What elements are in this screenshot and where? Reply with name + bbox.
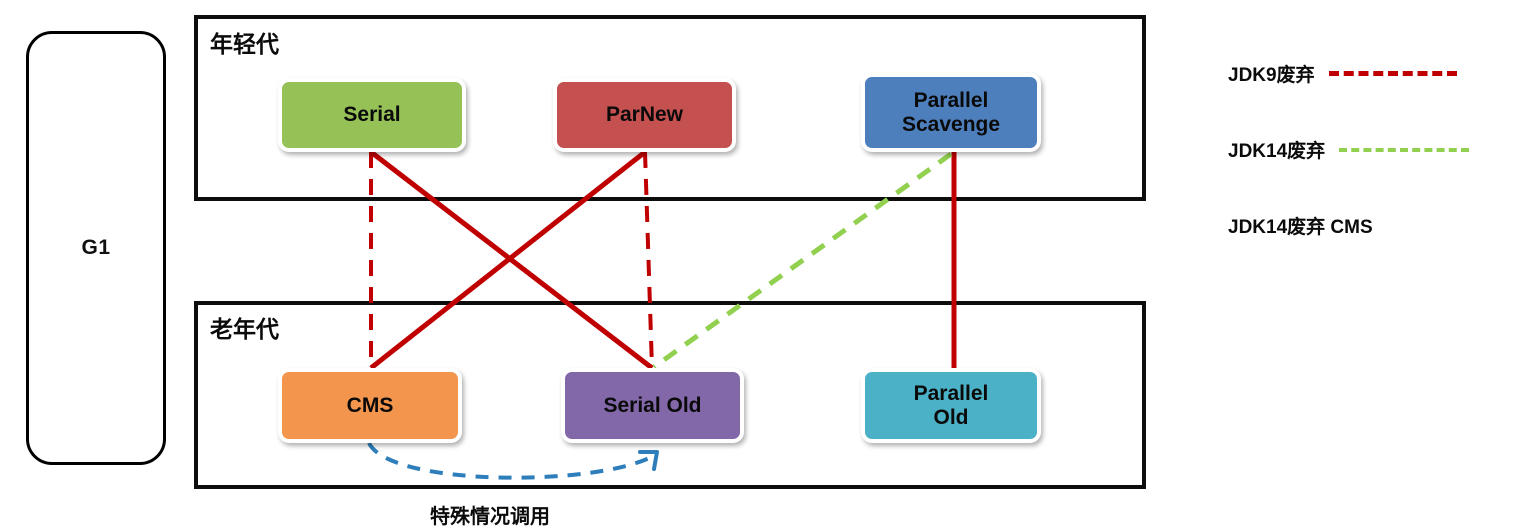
collector-node-serial-old[interactable]: Serial Old: [561, 368, 744, 443]
collector-label-serial-old: Serial Old: [603, 393, 702, 417]
collector-node-parallel-scavenge[interactable]: Parallel Scavenge: [861, 73, 1041, 152]
collector-node-parallel-old[interactable]: Parallel Old: [861, 368, 1041, 443]
legend-item-jdk14-deprecated-cms: JDK14废弃 CMS: [1228, 212, 1373, 239]
collector-node-cms[interactable]: CMS: [278, 368, 462, 443]
legend-item-jdk14-deprecated: JDK14废弃: [1228, 136, 1470, 163]
legend-label-jdk9-deprecated: JDK9废弃: [1228, 65, 1315, 86]
legend-label-jdk14-deprecated-cms: JDK14废弃 CMS: [1228, 217, 1373, 238]
g1-container: G1: [26, 31, 166, 465]
collector-node-parnew[interactable]: ParNew: [553, 78, 736, 152]
g1-label: G1: [81, 236, 111, 259]
collector-label-parallel-old-line2: Old: [933, 405, 969, 429]
collector-label-parnew: ParNew: [605, 103, 684, 127]
collector-label-parallel-old-line1: Parallel: [913, 381, 989, 405]
legend-label-jdk14-deprecated: JDK14废弃: [1228, 141, 1326, 162]
collector-label-cms: CMS: [346, 393, 394, 417]
collector-label-serial: Serial: [343, 103, 401, 127]
legend-swatch-red-dashed: [1328, 71, 1457, 76]
old-generation-title: 老年代: [210, 316, 279, 342]
collector-node-serial[interactable]: Serial: [278, 78, 466, 152]
legend-swatch-green-dashed: [1339, 147, 1470, 152]
young-generation-title: 年轻代: [210, 31, 279, 57]
special-case-caption: 特殊情况调用: [430, 506, 550, 528]
legend-item-jdk9-deprecated: JDK9废弃: [1228, 60, 1457, 87]
collector-label-parallel-scavenge-line1: Parallel: [913, 88, 989, 112]
collector-label-parallel-scavenge-line2: Scavenge: [901, 112, 1001, 136]
